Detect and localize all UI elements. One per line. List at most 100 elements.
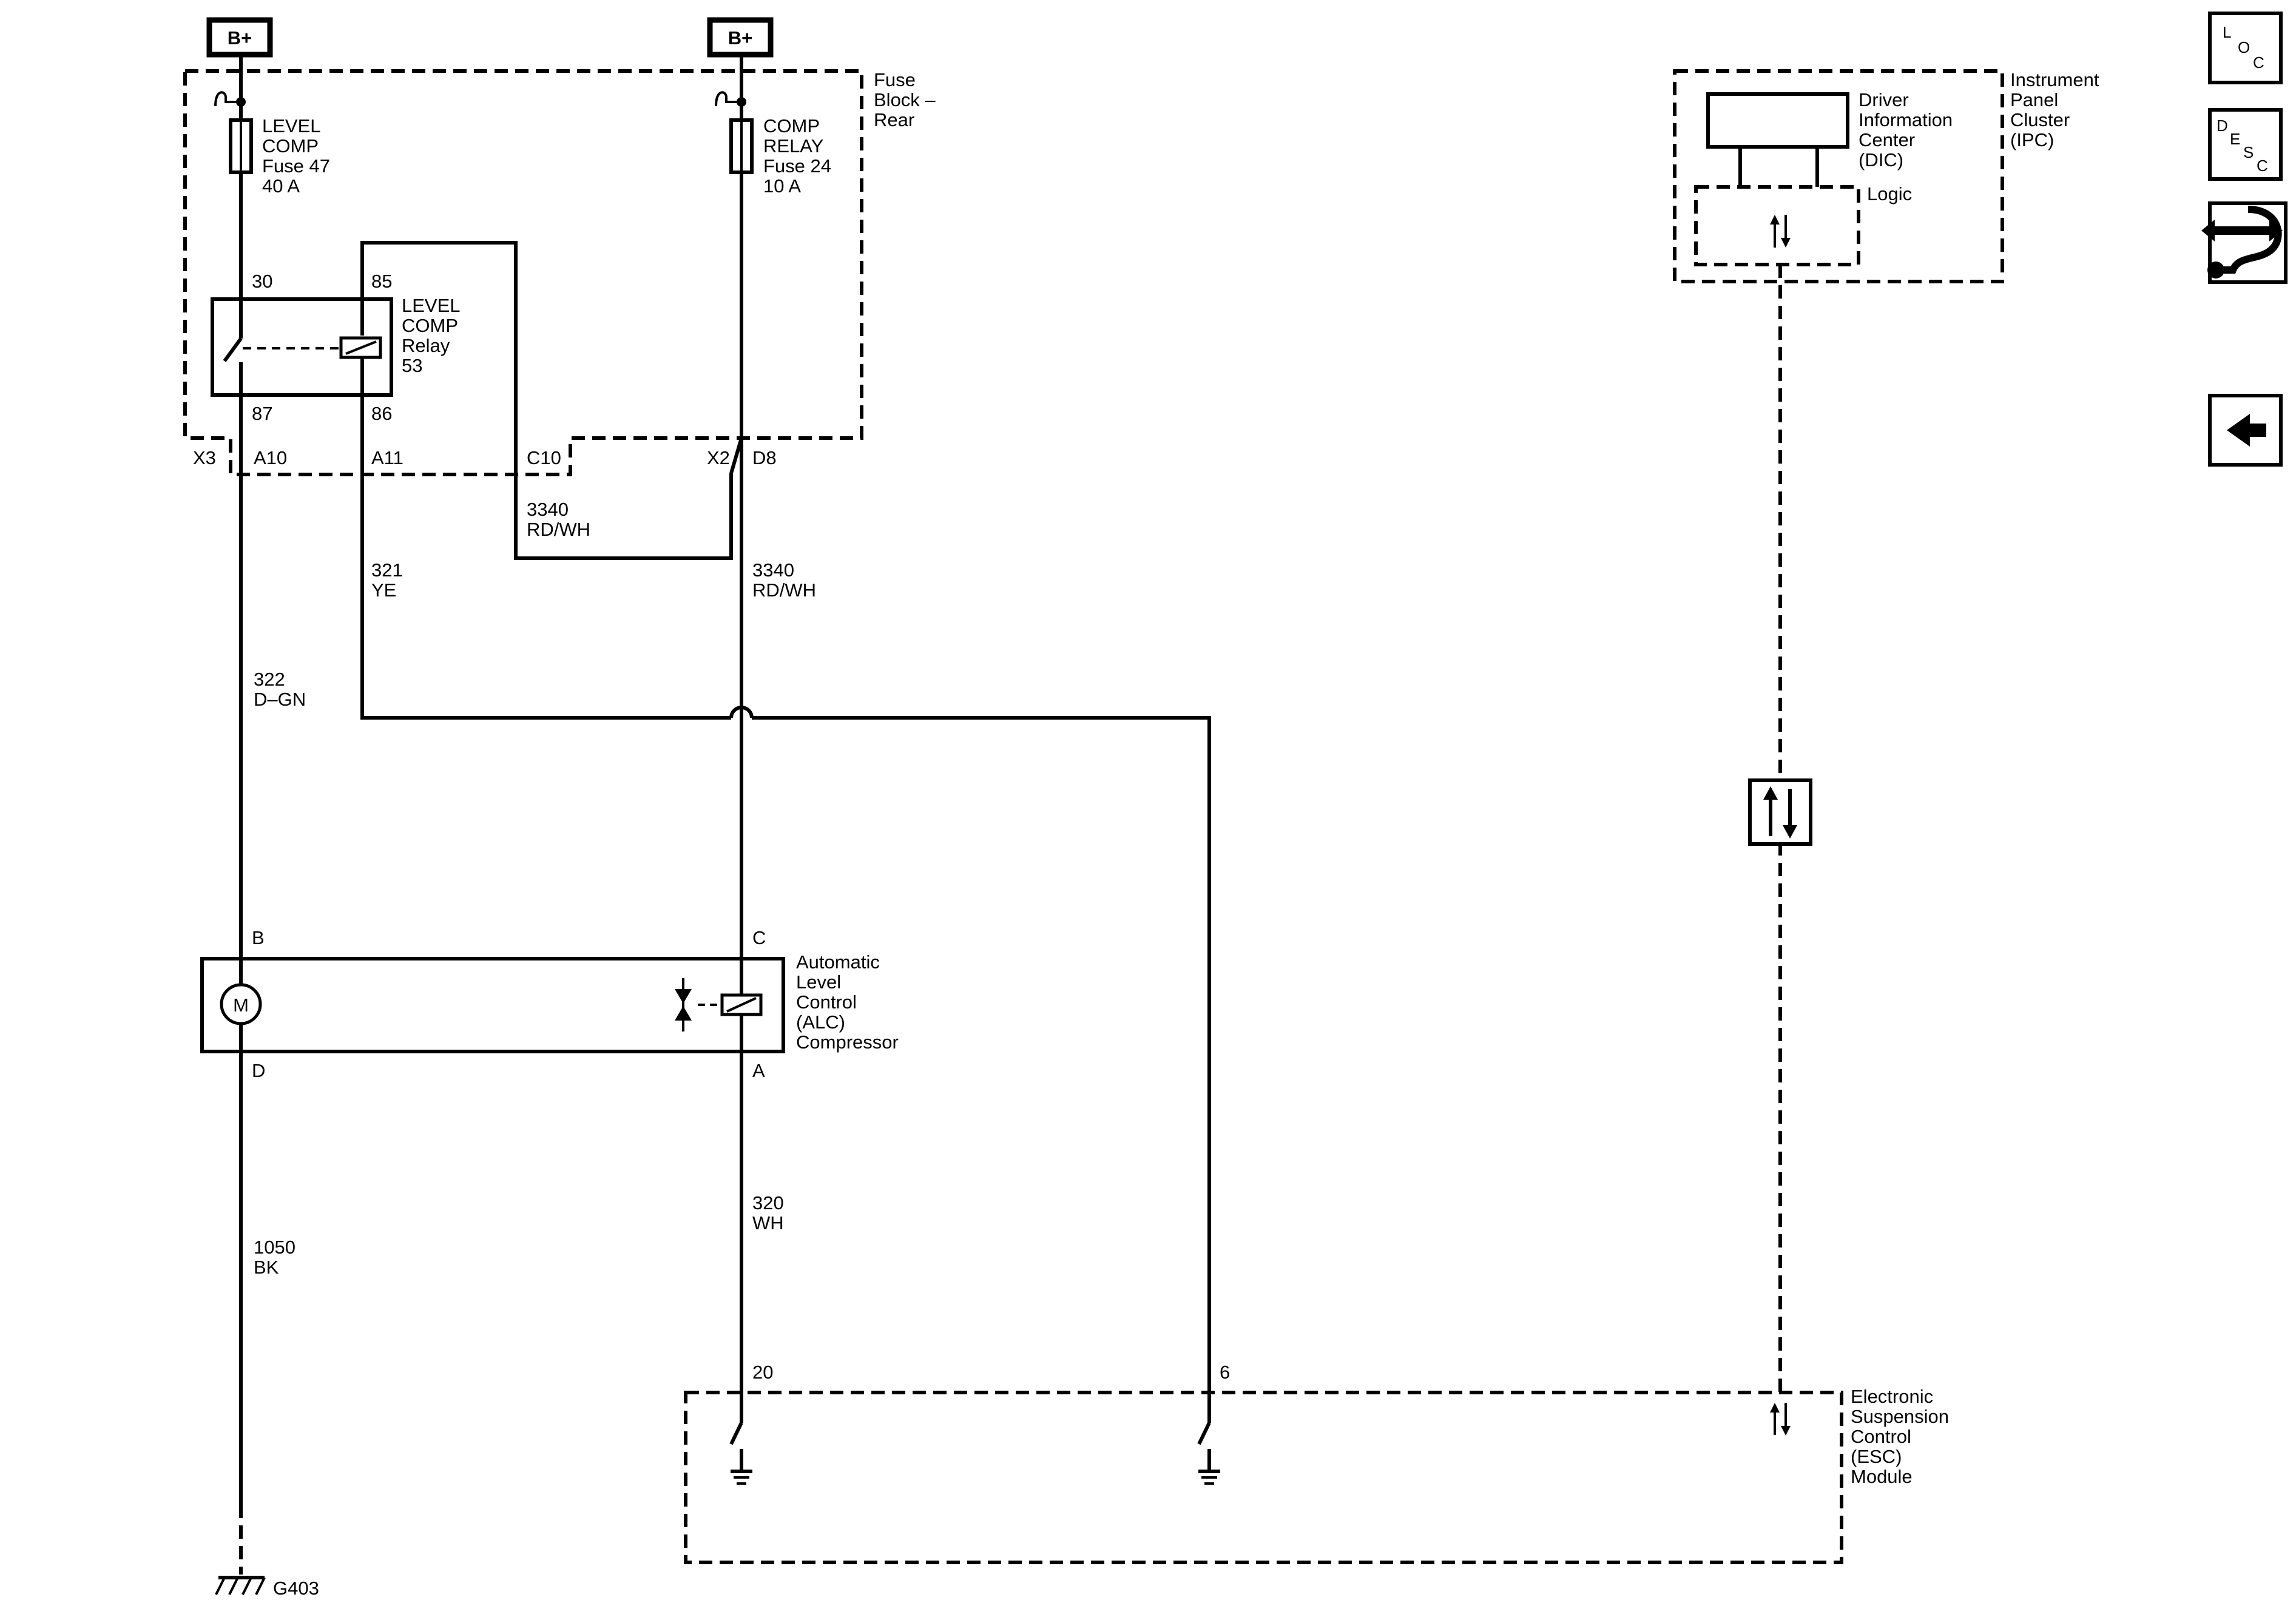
ipc-module (1673, 69, 2004, 283)
fuse-block-label: Fuse Block – Rear (874, 69, 936, 130)
wire-320-label: 320 WH (752, 1192, 784, 1234)
svg-text:Fuse 24: Fuse 24 (763, 155, 831, 177)
svg-text:B+: B+ (228, 27, 252, 49)
esc-module (684, 1391, 1843, 1564)
svg-text:(ESC): (ESC) (1851, 1446, 1902, 1467)
svg-text:D: D (2217, 116, 2228, 135)
svg-text:COMP: COMP (402, 315, 458, 336)
connector-x3: X3 (193, 447, 216, 468)
svg-text:Center: Center (1859, 129, 1915, 150)
svg-text:Fuse: Fuse (874, 69, 916, 90)
svg-text:Module: Module (1851, 1466, 1913, 1487)
svg-text:S: S (2243, 143, 2254, 161)
svg-text:C: C (2257, 157, 2268, 175)
svg-text:M: M (233, 994, 249, 1016)
svg-text:321: 321 (371, 559, 403, 581)
svg-text:YE: YE (371, 579, 396, 601)
svg-text:RD/WH: RD/WH (527, 519, 590, 540)
svg-text:Panel: Panel (2010, 89, 2058, 110)
wire-1050-label: 1050 BK (254, 1237, 295, 1278)
esc-data-arrows-icon (1770, 1403, 1791, 1436)
svg-text:Level: Level (796, 971, 841, 993)
svg-text:RELAY: RELAY (763, 135, 823, 157)
valve-icon (675, 978, 692, 1031)
svg-text:Electronic: Electronic (1851, 1386, 1933, 1407)
esc-ground-6-icon (1198, 1470, 1220, 1485)
svg-text:10 A: 10 A (763, 175, 801, 197)
svg-text:COMP: COMP (763, 115, 820, 137)
connector-a11: A11 (371, 447, 403, 468)
svg-text:Information: Information (1859, 109, 1953, 130)
compressor-label: Automatic Level Control (ALC) Compressor (796, 951, 899, 1053)
ground-label: G403 (273, 1578, 319, 1599)
ipc-logic (1694, 185, 1860, 266)
svg-text:3340: 3340 (752, 559, 794, 581)
compressor-pin-c: C (752, 927, 766, 948)
loc-button[interactable]: L O C (2208, 12, 2283, 84)
compressor-pin-d: D (252, 1060, 265, 1081)
svg-text:BK: BK (254, 1257, 279, 1278)
bus-hook-right (715, 91, 741, 107)
relay-pin-85: 85 (371, 271, 392, 292)
svg-text:Instrument: Instrument (2010, 69, 2099, 90)
svg-text:WH: WH (752, 1212, 784, 1234)
connector-repair-icon[interactable] (2201, 201, 2288, 284)
svg-text:RD/WH: RD/WH (752, 579, 816, 601)
svg-text:O: O (2238, 38, 2250, 56)
svg-text:Control: Control (1851, 1426, 1911, 1447)
svg-text:LEVEL: LEVEL (262, 115, 321, 137)
svg-text:COMP: COMP (262, 135, 319, 157)
svg-text:Automatic: Automatic (796, 951, 880, 973)
svg-text:B+: B+ (728, 27, 753, 49)
svg-text:Relay: Relay (402, 335, 450, 356)
ipc-label: Instrument Panel Cluster (IPC) (2010, 69, 2099, 150)
esc-label: Electronic Suspension Control (ESC) Modu… (1851, 1386, 1949, 1487)
svg-text:Driver: Driver (1859, 89, 1909, 110)
svg-text:(ALC): (ALC) (796, 1011, 845, 1033)
wire-321-label: 321 YE (371, 559, 403, 601)
esc-pin-20: 20 (752, 1362, 773, 1383)
b-plus-left: B+ (206, 17, 273, 58)
svg-text:Fuse 47: Fuse 47 (262, 155, 330, 177)
svg-text:322: 322 (254, 669, 285, 690)
esc-ground-20-icon (731, 1470, 752, 1485)
wire-321 (360, 395, 731, 720)
svg-text:3340: 3340 (527, 499, 569, 520)
back-arrow-icon[interactable] (2208, 394, 2283, 467)
bus-hook-left (214, 91, 241, 107)
svg-text:L: L (2223, 23, 2231, 41)
dic-display (1706, 92, 1849, 149)
svg-text:(DIC): (DIC) (1859, 149, 1903, 170)
relay-label: LEVEL COMP Relay 53 (402, 295, 461, 376)
svg-text:53: 53 (402, 355, 422, 376)
connector-c10: C10 (527, 447, 561, 468)
relay-pin-87: 87 (252, 403, 272, 424)
wire-3340-label: 3340 RD/WH (752, 559, 816, 601)
b-plus-right: B+ (707, 17, 774, 58)
svg-text:320: 320 (752, 1192, 784, 1214)
svg-text:Block –: Block – (874, 89, 936, 110)
compressor-pin-a: A (752, 1060, 765, 1081)
svg-text:40 A: 40 A (262, 175, 300, 197)
ipc-data-arrows-icon (1770, 215, 1791, 248)
wire-322-label: 322 D–GN (254, 669, 306, 710)
fuse-47-label: LEVEL COMP Fuse 47 40 A (262, 115, 330, 197)
connector-a10: A10 (254, 447, 287, 468)
esc-pin-6: 6 (1220, 1362, 1230, 1383)
svg-text:Cluster: Cluster (2010, 109, 2070, 130)
connector-d8: D8 (752, 447, 777, 468)
wire-3340-jumper-label: 3340 RD/WH (527, 499, 590, 540)
relay-switch (223, 337, 243, 362)
alc-compressor (200, 957, 785, 1053)
ground-g403-icon (215, 1576, 266, 1595)
fuse-block-outline (183, 69, 863, 476)
relay-coil (339, 336, 382, 359)
connector-x2: X2 (707, 447, 730, 468)
fuse-24-label: COMP RELAY Fuse 24 10 A (763, 115, 831, 197)
relay-pin-86: 86 (371, 403, 392, 424)
svg-text:LEVEL: LEVEL (402, 295, 461, 316)
logic-label: Logic (1867, 183, 1912, 204)
svg-text:1050: 1050 (254, 1237, 295, 1258)
desc-button[interactable]: D E S C (2208, 108, 2283, 181)
